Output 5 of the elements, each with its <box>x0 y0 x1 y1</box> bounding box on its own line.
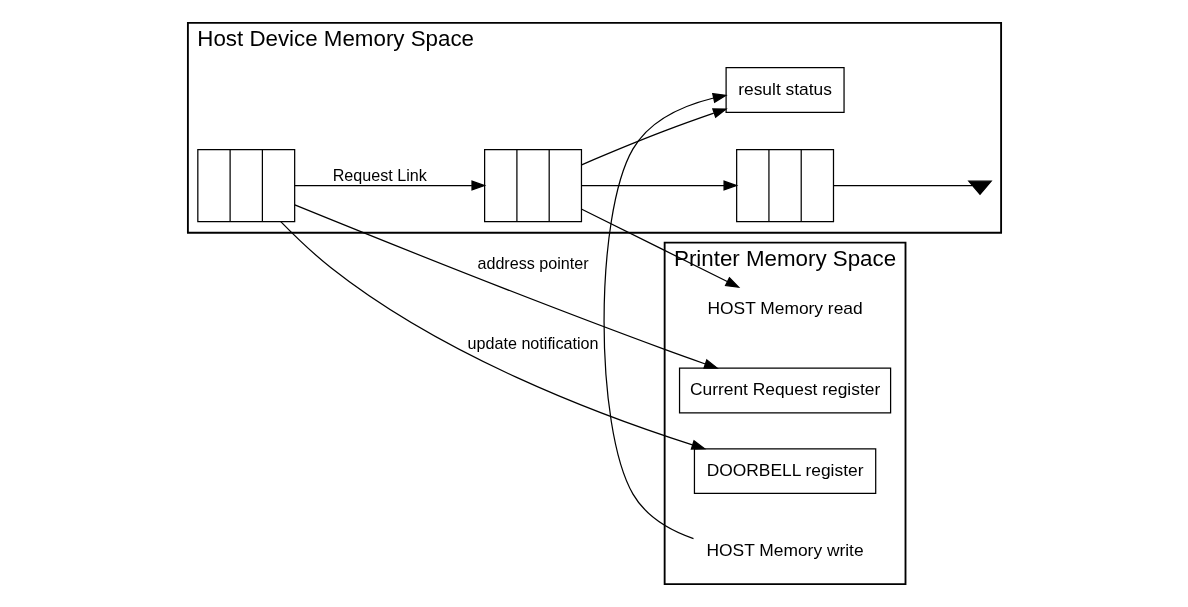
edge-label: update notification <box>467 333 598 352</box>
edge-label: address pointer <box>476 254 589 273</box>
node-text: HOST Memory read <box>707 298 863 319</box>
node-text: HOST Memory write <box>706 540 864 561</box>
edge-label: Request Link <box>332 166 427 185</box>
